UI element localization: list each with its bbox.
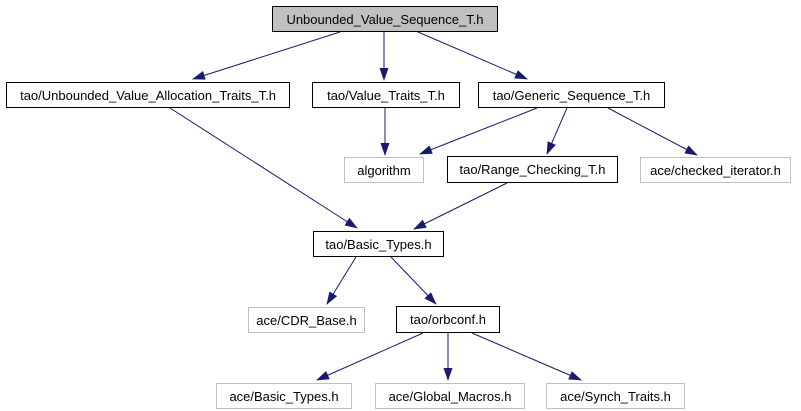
node-tao-orbconf[interactable]: tao/orbconf.h — [396, 306, 500, 333]
node-label: Unbounded_Value_Sequence_T.h — [286, 11, 484, 27]
node-label: tao/orbconf.h — [410, 312, 486, 327]
node-label: tao/Range_Checking_T.h — [459, 162, 606, 177]
node-tao-value-traits[interactable]: tao/Value_Traits_T.h — [312, 82, 460, 108]
node-label: ace/Global_Macros.h — [388, 388, 512, 404]
node-ace-cdr-base: ace/CDR_Base.h — [248, 307, 365, 333]
edge-tao-basic-types-to-cdr-base — [326, 256, 357, 305]
node-unbounded-value-sequence: Unbounded_Value_Sequence_T.h — [272, 6, 498, 32]
node-ace-synch-traits: ace/Synch_Traits.h — [546, 383, 685, 409]
node-label: ace/Synch_Traits.h — [560, 388, 671, 404]
node-label: tao/Unbounded_Value_Allocation_Traits_T.… — [20, 87, 276, 103]
edge-range-checking-to-tao-basic-types — [413, 182, 508, 230]
edge-generic-sequence-to-checked-iterator — [607, 107, 698, 156]
node-label: tao/Generic_Sequence_T.h — [492, 87, 651, 103]
node-tao-basic-types[interactable]: tao/Basic_Types.h — [313, 231, 444, 257]
edge-unbounded-value-allocation-traits-to-tao-basic-types — [169, 107, 358, 229]
node-tao-unbounded-value-allocation-traits[interactable]: tao/Unbounded_Value_Allocation_Traits_T.… — [6, 82, 290, 108]
node-label: ace/CDR_Base.h — [256, 312, 357, 328]
edge-generic-sequence-to-range-checking — [546, 107, 568, 155]
edge-generic-sequence-to-algorithm — [419, 107, 538, 155]
edge-orbconf-to-synch-traits — [471, 332, 582, 381]
edge-unbounded-value-sequence-to-generic-sequence — [417, 31, 528, 80]
node-label: algorithm — [357, 162, 411, 178]
node-algorithm: algorithm — [344, 157, 424, 183]
node-tao-generic-sequence[interactable]: tao/Generic_Sequence_T.h — [478, 82, 665, 108]
node-label: ace/Basic_Types.h — [229, 388, 339, 404]
node-tao-range-checking[interactable]: tao/Range_Checking_T.h — [447, 156, 618, 183]
node-ace-global-macros: ace/Global_Macros.h — [375, 383, 525, 409]
node-label: tao/Value_Traits_T.h — [327, 87, 445, 103]
node-label: ace/checked_iterator.h — [650, 162, 781, 178]
node-ace-checked-iterator: ace/checked_iterator.h — [640, 157, 791, 183]
node-label: tao/Basic_Types.h — [325, 236, 432, 252]
node-ace-basic-types: ace/Basic_Types.h — [216, 383, 352, 409]
edge-unbounded-value-sequence-to-unbounded-value-allocation-traits — [192, 31, 341, 80]
edge-orbconf-to-ace-basic-types — [316, 332, 424, 381]
edge-tao-basic-types-to-orbconf — [390, 256, 437, 305]
